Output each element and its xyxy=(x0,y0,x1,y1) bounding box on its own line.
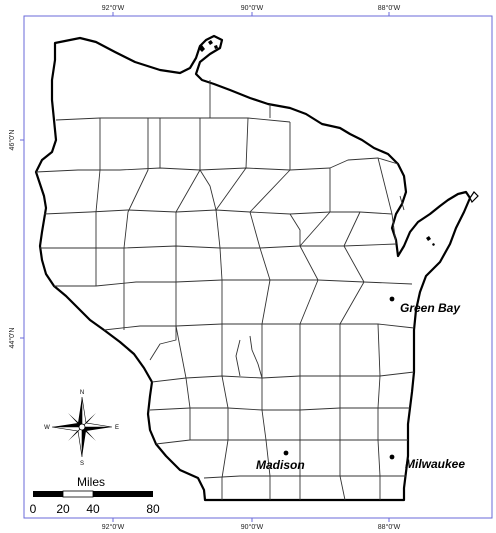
island-green-bay xyxy=(426,236,435,246)
frame-ticks xyxy=(20,12,390,522)
bottom-tick-label-3: 88°0'W xyxy=(378,523,401,531)
left-tick-label-2: 44°0'N xyxy=(8,328,16,349)
madison-label: Madison xyxy=(256,458,305,472)
bottom-tick-label-2: 90°0'W xyxy=(241,523,264,531)
top-tick-label-2: 90°0'W xyxy=(241,4,264,12)
scale-segment-2 xyxy=(62,490,94,498)
left-tick-label-1: 46°0'N xyxy=(8,130,16,151)
top-tick-label-3: 88°0'W xyxy=(378,4,401,12)
compass-north-letter: N xyxy=(80,390,84,396)
scale-label-20: 20 xyxy=(56,502,70,516)
scale-segment-1 xyxy=(33,491,63,497)
milwaukee-marker xyxy=(389,454,395,460)
compass-rose: N E S W xyxy=(44,390,119,467)
scale-bar-title: Miles xyxy=(77,475,105,489)
top-tick-label-1: 92°0'W xyxy=(102,4,125,12)
scale-bar: Miles 0 20 40 80 xyxy=(30,475,160,516)
state-outline xyxy=(34,34,472,502)
green-bay-label: Green Bay xyxy=(400,301,461,315)
compass-east-letter: E xyxy=(115,425,119,431)
map-frame xyxy=(23,15,493,519)
peninsula-tip xyxy=(469,191,479,204)
scale-label-0: 0 xyxy=(30,502,37,516)
compass-west-letter: W xyxy=(44,425,50,431)
compass-south-letter: S xyxy=(80,461,84,467)
county-boundaries xyxy=(35,80,415,501)
milwaukee-label: Milwaukee xyxy=(405,457,465,471)
scale-label-40: 40 xyxy=(86,502,100,516)
scale-label-80: 80 xyxy=(146,502,160,516)
madison-marker xyxy=(283,450,289,456)
island-apostle xyxy=(198,40,218,52)
green-bay-marker xyxy=(389,296,395,302)
bottom-tick-label-1: 92°0'W xyxy=(102,523,125,531)
scale-segment-3 xyxy=(93,491,153,497)
